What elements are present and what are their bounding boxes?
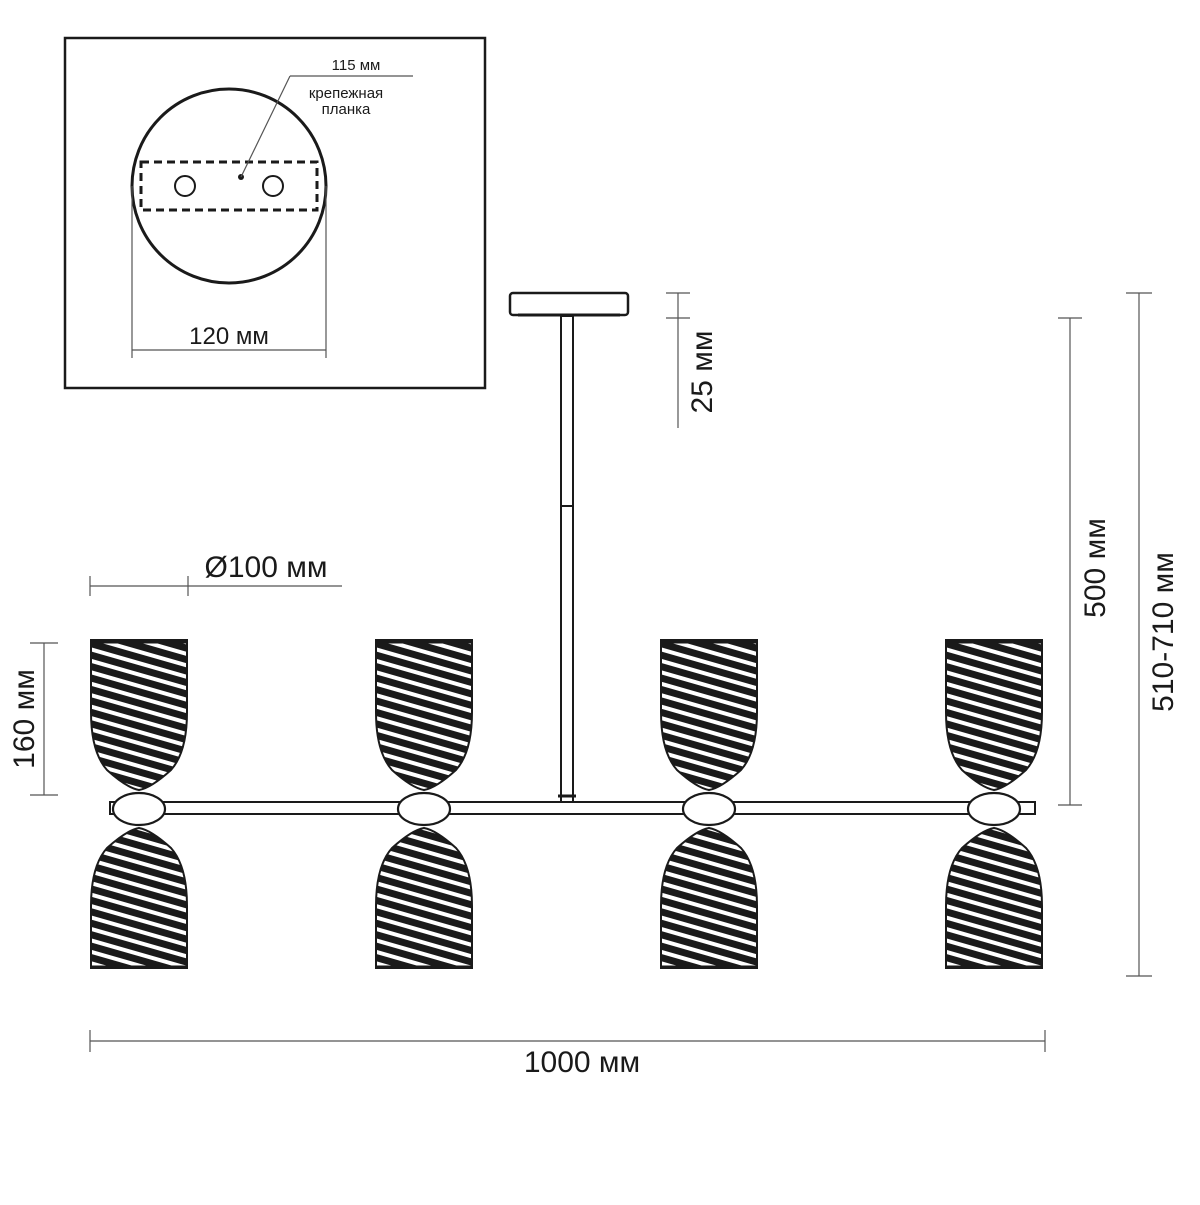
rod-length-label: 500 мм	[1079, 518, 1112, 618]
mounting-inset: 115 мм крепежная планка 120 мм	[63, 36, 487, 390]
shade-height-label: 160 мм	[8, 669, 41, 769]
screw-hole-left	[174, 175, 196, 197]
total-height-label: 510-710 мм	[1147, 552, 1180, 712]
total-width-label: 1000 мм	[524, 1046, 640, 1079]
total-width-dim: 1000 мм	[89, 1030, 1046, 1079]
shade-diameter-label: Ø100 мм	[205, 551, 328, 584]
canopy-height-dim: 25 мм	[666, 292, 719, 428]
suspension-rod	[558, 315, 576, 807]
canopy-height-label: 25 мм	[686, 331, 719, 414]
plate-label-line1: крепежная	[309, 85, 383, 102]
mounting-plate-outline	[139, 160, 319, 212]
shade-diameter-dim: Ø100 мм	[89, 551, 342, 596]
total-height-dim: 510-710 мм	[1126, 292, 1180, 977]
screw-hole-right	[262, 175, 284, 197]
inset-top-label: 115 мм	[332, 57, 381, 74]
ceiling-canopy	[508, 291, 630, 317]
inset-width-label: 120 мм	[189, 323, 269, 350]
leader-line	[240, 75, 291, 178]
plate-label-line2: планка	[322, 101, 371, 118]
rod-length-dim: 500 мм	[1058, 317, 1112, 806]
canopy-circle	[130, 87, 328, 285]
shade-height-dim: 160 мм	[8, 642, 58, 796]
horizontal-arm	[109, 801, 1036, 815]
